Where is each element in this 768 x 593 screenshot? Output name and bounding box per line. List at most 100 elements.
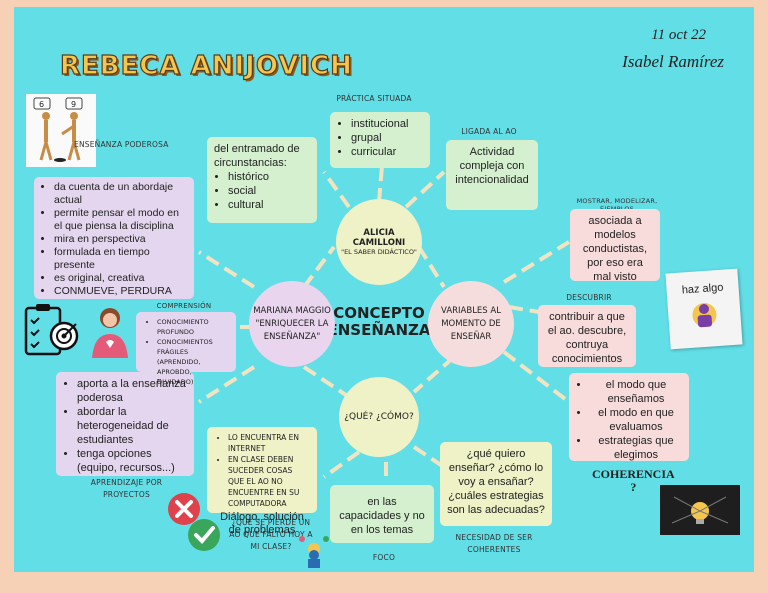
label-necesidad: NECESIDAD DE SER COHERENTES xyxy=(455,533,533,554)
connector xyxy=(302,245,336,289)
entramado-intro: del entramado de circunstancias: xyxy=(214,143,300,169)
bubble-six: 6 xyxy=(39,100,44,109)
teacher-ideas-icon xyxy=(299,536,329,568)
box-preguntas: ¿qué quiero enseñar? ¿cómo lo voy a ensa… xyxy=(440,442,552,526)
modo-list: el modo que enseñamos el modo en que eva… xyxy=(576,378,682,462)
situada-item: grupal xyxy=(351,131,423,145)
comprension-item: CONOCIMIENTOS FRÁGILES (APRENDIDO, APROB… xyxy=(157,337,229,387)
box-contribuir: contribuir a que el ao. descubre, contru… xyxy=(538,305,636,367)
internet-item: EN CLASE DEBEN SUCEDER COSAS QUE EL AO N… xyxy=(228,454,310,509)
internet-list: LO ENCUENTRA EN INTERNET EN CLASE DEBEN … xyxy=(214,432,310,509)
label-comprension: COMPRENSIÓN xyxy=(156,302,212,310)
connector xyxy=(502,350,571,404)
connector xyxy=(197,250,256,289)
modo-item: el modo que enseñamos xyxy=(590,378,682,406)
connector xyxy=(404,170,446,209)
modo-item: estrategias que elegimos xyxy=(590,434,682,462)
entramado-list: histórico social cultural xyxy=(214,170,310,212)
poderosa-item: CONMUEVE, PERDURA xyxy=(54,285,188,298)
connector xyxy=(197,365,256,404)
node-que-como: ¿QUÉ? ¿CÓMO? xyxy=(339,377,419,457)
box-capacidades: en las capacidades y no en los temas xyxy=(330,485,434,543)
label-foco: FOCO xyxy=(372,553,396,562)
box-conductistas: asociada a modelos conductistas, por eso… xyxy=(570,209,660,283)
mannequins-image: 6 9 xyxy=(26,94,96,167)
modo-item: el modo en que evaluamos xyxy=(590,406,682,434)
label-ligada: LIGADA AL AO xyxy=(461,127,517,136)
entramado-item: histórico xyxy=(228,170,310,184)
proyectos-list: aporta a la enseñanza poderosa abordar l… xyxy=(63,377,187,475)
coherencia-question: ? xyxy=(630,480,637,494)
connector xyxy=(508,305,540,314)
label-descubrir: DESCUBRIR xyxy=(566,293,612,302)
entramado-item: social xyxy=(228,184,310,198)
connector xyxy=(502,240,571,284)
camilloni-sub: "EL SABER DIDÁCTICO" xyxy=(341,248,417,256)
connector xyxy=(412,355,456,394)
bubble-nine: 9 xyxy=(71,100,76,109)
connector xyxy=(322,450,361,479)
situada-item: institucional xyxy=(351,117,423,131)
proyectos-item: aporta a la enseñanza poderosa xyxy=(77,377,187,405)
coherencia-text: COHERENCIA xyxy=(592,467,675,481)
check-icon xyxy=(188,519,220,551)
box-internet: LO ENCUENTRA EN INTERNET EN CLASE DEBEN … xyxy=(207,427,317,536)
page-title: REBECA ANIJOVICH xyxy=(59,50,353,81)
internet-tail: Diálogo, solución de problemas xyxy=(220,511,304,536)
maggio-line2: "ENRIQUECER LA xyxy=(255,318,329,329)
poderosa-item: da cuenta de un abordaje actual xyxy=(54,181,188,207)
connector xyxy=(417,245,446,289)
situada-list: institucional grupal curricular xyxy=(337,117,423,159)
box-actividad: Actividad compleja con intencionalidad xyxy=(446,140,538,210)
clipboard-target-icon xyxy=(24,304,79,356)
box-modo: el modo que enseñamos el modo en que eva… xyxy=(569,373,689,461)
poderosa-item: permite pensar el modo en el que piensa … xyxy=(54,207,188,233)
center-concept: CONCEPTO ENSEÑANZA xyxy=(324,297,434,347)
connector xyxy=(412,445,446,469)
node-maggio: MARIANA MAGGIO "ENRIQUECER LA ENSEÑANZA" xyxy=(249,281,335,367)
connector-lines xyxy=(197,141,571,482)
lightbulb-icon xyxy=(671,496,729,524)
proyectos-item: abordar la heterogeneidad de estudiantes xyxy=(77,405,187,447)
date-label: 11 oct 22 xyxy=(651,27,706,43)
cross-icon xyxy=(168,493,200,525)
question-image xyxy=(660,485,740,535)
coherencia-label: COHERENCIA ? xyxy=(592,468,675,494)
poderosa-list: da cuenta de un abordaje actual permite … xyxy=(40,181,188,298)
center-line1: CONCEPTO xyxy=(333,304,425,322)
mannequins-icon: 6 9 xyxy=(33,97,83,162)
label-aprendizaje: APRENDIZAJE POR PROYECTOS xyxy=(90,478,163,499)
poderosa-item: es original, creativa xyxy=(54,272,188,285)
thinking-person-icon xyxy=(692,302,717,328)
comprension-list: CONOCIMIENTO PROFUNDO CONOCIMIENTOS FRÁG… xyxy=(143,317,229,387)
box-entramado: del entramado de circunstancias: históri… xyxy=(207,137,317,223)
box-ensenanza-poderosa: da cuenta de un abordaje actual permite … xyxy=(34,177,194,299)
maggio-line3: ENSEÑANZA" xyxy=(263,331,321,342)
maggio-line1: MARIANA MAGGIO xyxy=(253,305,331,316)
variables-line2: MOMENTO DE xyxy=(441,318,501,329)
center-line2: ENSEÑANZA xyxy=(327,321,431,339)
label-practica-situada: PRÁCTICA SITUADA xyxy=(336,94,412,103)
box-comprension: CONOCIMIENTO PROFUNDO CONOCIMIENTOS FRÁG… xyxy=(136,312,236,386)
internet-item: LO ENCUENTRA EN INTERNET xyxy=(228,432,310,454)
connector xyxy=(302,365,351,399)
node-variables: VARIABLES AL MOMENTO DE ENSEÑAR xyxy=(428,281,514,367)
que-como-label: ¿QUÉ? ¿CÓMO? xyxy=(344,412,414,422)
box-proyectos: aporta a la enseñanza poderosa abordar l… xyxy=(56,372,194,476)
node-camilloni: ALICIA CAMILLONI "EL SABER DIDÁCTICO" xyxy=(336,199,422,285)
camilloni-name: ALICIA CAMILLONI xyxy=(352,228,406,248)
label-ensenanza-poderosa: ENSEÑANZA PODEROSA xyxy=(74,140,169,149)
proyectos-item: tenga opciones (equipo, recursos...) xyxy=(77,447,187,475)
entramado-item: cultural xyxy=(228,198,310,212)
box-practica-situada: institucional grupal curricular xyxy=(330,112,430,168)
connector xyxy=(322,170,351,209)
mindmap-board: REBECA ANIJOVICH 11 oct 22 Isabel Ramíre… xyxy=(14,7,754,572)
situada-item: curricular xyxy=(351,145,423,159)
woman-heart-icon xyxy=(92,308,128,358)
label-pierde: ¿QUÉ SE PIERDE UN AO QUE FALTÓ HOY A MI … xyxy=(229,518,313,551)
haz-algo-sticker: haz algo xyxy=(665,268,743,350)
variables-line1: VARIABLES AL xyxy=(441,305,501,316)
poderosa-item: mira en perspectiva xyxy=(54,233,188,246)
author-label: Isabel Ramírez xyxy=(622,52,724,71)
variables-line3: ENSEÑAR xyxy=(450,331,492,342)
